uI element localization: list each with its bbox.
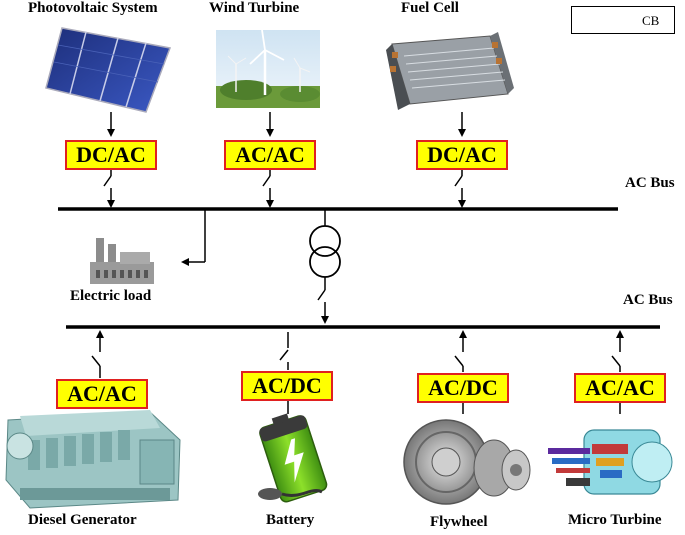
storage-connections [91, 330, 624, 414]
battery-icon [258, 413, 328, 503]
storage-label-diesel: Diesel Generator [28, 512, 137, 528]
micro-turbine-icon [548, 429, 673, 495]
transformer-icon [309, 209, 341, 324]
converter-flywheel: AC/DC [417, 373, 509, 403]
load-feeder [181, 209, 206, 266]
legend-cb-label: CB [642, 13, 660, 28]
converter-wind: AC/AC [224, 140, 316, 170]
top-bus-label: AC Bus [625, 175, 675, 191]
converter-diesel: AC/AC [56, 379, 148, 409]
converter-photovoltaic: DC/AC [65, 140, 157, 170]
flywheel-icon [403, 419, 531, 505]
storage-label-battery: Battery [266, 512, 315, 528]
source-label-wind: Wind Turbine [209, 0, 300, 16]
source-label-fuel-cell: Fuel Cell [401, 0, 459, 16]
converter-micro-turbine: AC/AC [574, 373, 666, 403]
diesel-generator-icon [5, 410, 181, 509]
electric-load-label: Electric load [70, 288, 152, 304]
factory-icon [90, 238, 154, 284]
bottom-bus-label: AC Bus [623, 292, 673, 308]
converter-battery: AC/DC [241, 371, 333, 401]
converter-fuel-cell: DC/AC [416, 140, 508, 170]
source-label-photovoltaic: Photovoltaic System [28, 0, 158, 16]
source-connections [103, 112, 466, 208]
storage-label-flywheel: Flywheel [430, 514, 488, 530]
legend-box: CB [571, 6, 675, 34]
fuel-cell-icon [386, 32, 514, 110]
wind-turbine-icon [216, 29, 320, 108]
photovoltaic-panel-icon [45, 27, 172, 113]
storage-label-micro-turbine: Micro Turbine [568, 512, 662, 528]
